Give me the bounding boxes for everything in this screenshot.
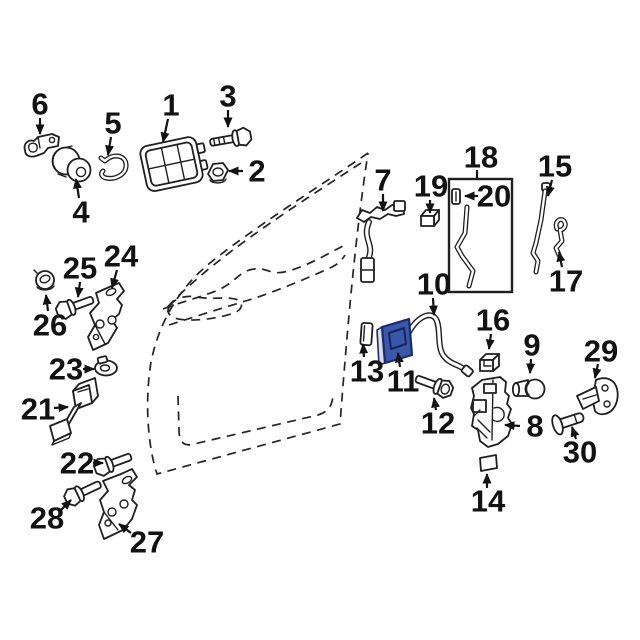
part-label-26: 26 [33, 308, 67, 343]
leader-arrow-21 [53, 403, 69, 413]
part-30-hinge-pin [551, 412, 585, 436]
part-label-14: 14 [471, 484, 506, 519]
part-label-28: 28 [30, 501, 64, 536]
part-label-29: 29 [584, 334, 618, 369]
part-9-bushing-pin [511, 378, 546, 400]
part-3-bolt [209, 126, 253, 147]
part-17-latch-rod [553, 217, 568, 258]
part-label-20: 20 [477, 179, 511, 214]
leader-arrow-12 [431, 397, 441, 411]
leader-arrow-11 [394, 352, 404, 368]
part-label-17: 17 [549, 264, 583, 299]
part-label-9: 9 [523, 328, 540, 363]
part-20-rod-clip [451, 188, 461, 205]
part-24-hinge-bracket [87, 282, 125, 351]
leader-arrow-8 [504, 421, 521, 431]
leader-arrow-17 [556, 251, 566, 268]
part-2-nut [207, 162, 229, 184]
part-label-21: 21 [21, 392, 55, 427]
leader-arrow-13 [359, 343, 369, 358]
part-13-clip [359, 321, 374, 347]
part-label-15: 15 [538, 149, 572, 184]
part-label-24: 24 [104, 239, 139, 274]
leader-arrow-26 [42, 294, 52, 312]
part-14-plug [479, 454, 498, 472]
part-label-19: 19 [414, 169, 448, 204]
part-4-lock-cylinder [51, 145, 92, 183]
leader-arrow-24 [110, 269, 119, 289]
part-label-30: 30 [563, 435, 597, 470]
part-10-release-cable [405, 312, 474, 378]
part-label-18: 18 [464, 140, 498, 175]
leader-arrow-9 [526, 358, 536, 374]
part-1-handle-bezel [139, 136, 209, 192]
part-16-clip [479, 353, 500, 372]
part-label-1: 1 [162, 88, 179, 123]
part-6-check-bracket [23, 133, 60, 158]
part-11-interior-handle-highlighted [376, 317, 414, 366]
part-label-7: 7 [374, 163, 391, 198]
part-label-6: 6 [31, 87, 48, 122]
leader-arrow-15 [545, 179, 555, 197]
part-5-retainer-clip [98, 153, 129, 181]
part-12-bolt [414, 375, 455, 399]
part-label-23: 23 [49, 352, 83, 387]
part-label-22: 22 [60, 446, 94, 481]
part-18-lock-rod [454, 204, 476, 289]
leader-arrow-27 [118, 523, 132, 534]
part-label-13: 13 [350, 354, 384, 389]
part-19-clip [420, 209, 440, 227]
leader-arrow-1 [160, 118, 170, 143]
leader-arrow-30 [570, 426, 580, 440]
door-shell-outline [146, 152, 369, 476]
leader-arrow-5 [105, 136, 115, 156]
part-label-8: 8 [526, 409, 543, 444]
leader-arrow-25 [74, 281, 84, 298]
leader-arrow-4 [73, 178, 82, 199]
part-26-grommet [33, 269, 55, 291]
part-label-25: 25 [63, 251, 97, 286]
part-label-5: 5 [104, 106, 121, 141]
part-label-16: 16 [476, 303, 510, 338]
part-15-lock-rod [530, 182, 551, 275]
leader-arrow-28 [60, 499, 72, 511]
leader-arrow-10 [428, 297, 438, 316]
part-8-door-latch [470, 376, 513, 448]
leader-arrow-29 [592, 363, 602, 379]
leader-arrow-16 [485, 333, 495, 350]
part-label-27: 27 [130, 525, 164, 560]
part-25-bolt [54, 296, 95, 320]
part-label-2: 2 [248, 154, 265, 189]
part-21-check-strap [49, 377, 99, 446]
part-18-rod-kit-box [447, 177, 514, 294]
part-23-grommet [94, 355, 118, 377]
part-label-3: 3 [219, 79, 236, 114]
part-label-11: 11 [387, 364, 420, 399]
part-label-4: 4 [72, 195, 90, 230]
part-label-10: 10 [417, 267, 451, 302]
part-label-12: 12 [421, 406, 455, 441]
part-7-harness [356, 200, 406, 283]
part-29-hinge [576, 377, 619, 416]
